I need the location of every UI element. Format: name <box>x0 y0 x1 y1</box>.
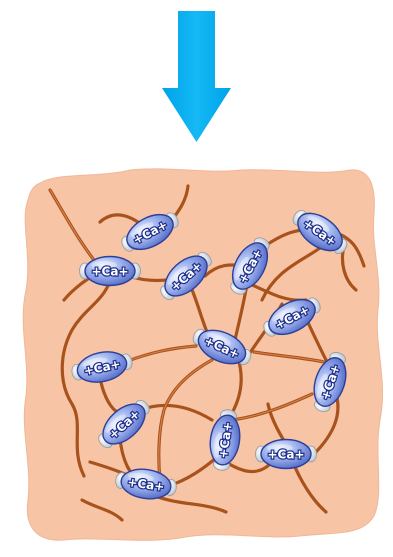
down-arrow-icon <box>162 11 231 142</box>
ion-label: +Ca+ <box>91 265 128 279</box>
ion-label: +Ca+ <box>267 448 304 462</box>
